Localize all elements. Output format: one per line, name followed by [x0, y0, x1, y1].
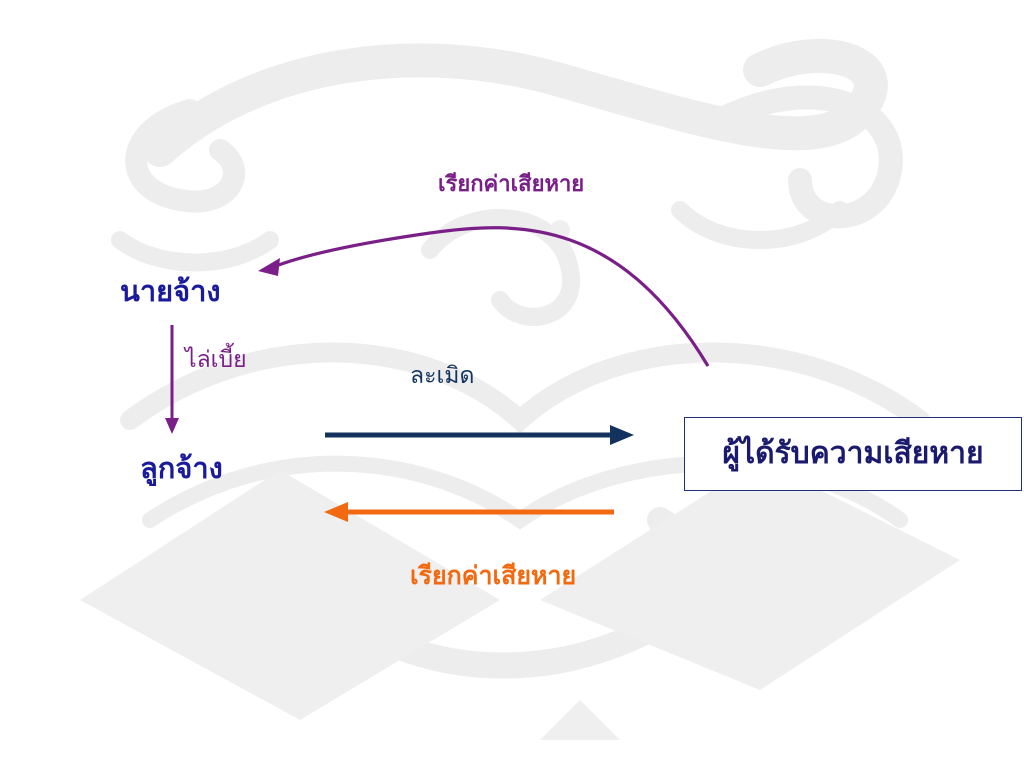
node-victim: ผู้ได้รับความเสียหาย: [684, 417, 1022, 491]
edge-label-claim-from-employee: เรียกค่าเสียหาย: [410, 561, 577, 590]
node-victim-label: ผู้ได้รับความเสียหาย: [722, 436, 984, 471]
watermark-triangle: [540, 700, 620, 740]
edge-label-claim-from-employer: เรียกค่าเสียหาย: [438, 172, 585, 197]
watermark-scale-left: [111, 231, 279, 272]
arrow-claim-employee-head: [324, 502, 348, 522]
node-employer: นายจ้าง: [120, 274, 221, 308]
arrow-recourse-head: [165, 418, 179, 434]
watermark-book-curve: [120, 342, 930, 434]
edge-label-tort: ละเมิด: [410, 363, 475, 389]
arrow-tort-head: [610, 425, 634, 445]
arrow-claim-employer-curve: [265, 226, 710, 367]
watermark-swirl-top: [143, 38, 888, 167]
arrow-claim-employer-head: [258, 258, 280, 276]
watermark-book-page-right: [540, 460, 960, 690]
watermark-swirl-left: [125, 99, 246, 213]
edge-label-recourse: ไล่เบี้ย: [185, 347, 247, 373]
node-employee: ลูกจ้าง: [140, 451, 223, 485]
watermark-curl-center: [421, 209, 581, 326]
watermark-scale-right: [671, 201, 849, 249]
watermark-book-page-left: [80, 470, 500, 720]
